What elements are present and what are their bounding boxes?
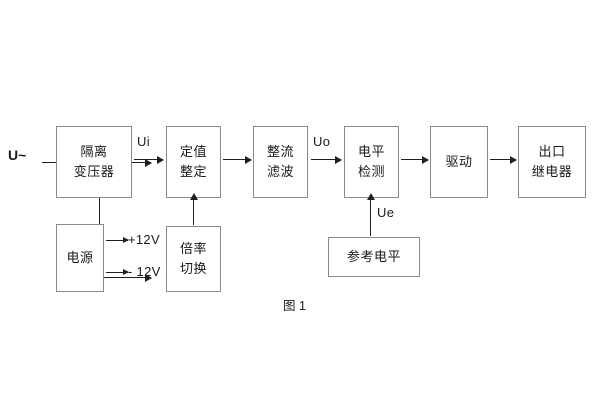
block-output-relay[interactable]: 出口 继电器 [518, 126, 586, 198]
arrow-reference-to-level-detect [366, 193, 375, 236]
block-level-detect-line2: 检测 [357, 164, 385, 179]
rail-label-negative: - 12V [128, 264, 161, 279]
block-drive[interactable]: 驱动 [430, 126, 488, 198]
block-level-detect[interactable]: 电平 检测 [344, 126, 399, 198]
block-multiplier-switch-line2: 切换 [179, 261, 207, 276]
signal-label-ui: Ui [137, 134, 150, 149]
arrow-source-to-power-supply [99, 273, 152, 282]
block-multiplier-switch-line1: 倍率 [179, 240, 207, 256]
block-rectifier-filter[interactable]: 整流 滤波 [253, 126, 308, 198]
block-setting-value-line2: 整定 [179, 164, 207, 179]
arrow-isolation-to-setting [134, 155, 164, 164]
block-setting-value-line1: 定值 [179, 143, 207, 159]
signal-label-uo: Uo [313, 134, 331, 149]
arrow-multiplier-to-setting [189, 193, 198, 225]
arrow-level-detect-to-drive [401, 155, 429, 164]
block-output-relay-line1: 出口 [538, 143, 566, 159]
arrow-setting-to-rectifier [223, 155, 252, 164]
input-source-label: U~ [8, 147, 27, 163]
block-isolation-transformer[interactable]: 隔离 变压器 [56, 126, 132, 198]
block-reference-level-line1: 参考电平 [346, 248, 401, 264]
block-rectifier-filter-line2: 滤波 [266, 164, 294, 179]
block-drive-line1: 驱动 [445, 153, 473, 169]
block-setting-value[interactable]: 定值 整定 [166, 126, 221, 198]
block-isolation-transformer-line1: 隔离 [80, 143, 108, 159]
arrow-rail-positive [106, 237, 129, 244]
block-power-supply[interactable]: 电源 [56, 224, 104, 292]
block-power-supply-line1: 电源 [66, 249, 94, 265]
signal-label-ue: Ue [377, 205, 395, 220]
block-reference-level[interactable]: 参考电平 [328, 237, 420, 277]
input-bus-trunk [99, 162, 100, 277]
block-level-detect-line1: 电平 [357, 143, 385, 159]
block-output-relay-line2: 继电器 [531, 164, 573, 179]
block-multiplier-switch[interactable]: 倍率 切换 [166, 226, 221, 292]
arrow-drive-to-output-relay [490, 155, 517, 164]
figure-caption: 图 1 [283, 299, 306, 313]
rail-label-positive: +12V [128, 232, 160, 247]
block-rectifier-filter-line1: 整流 [266, 143, 294, 159]
block-isolation-transformer-line2: 变压器 [73, 164, 115, 179]
arrow-rail-negative [106, 269, 129, 276]
arrow-rectifier-to-level-detect [311, 155, 342, 164]
